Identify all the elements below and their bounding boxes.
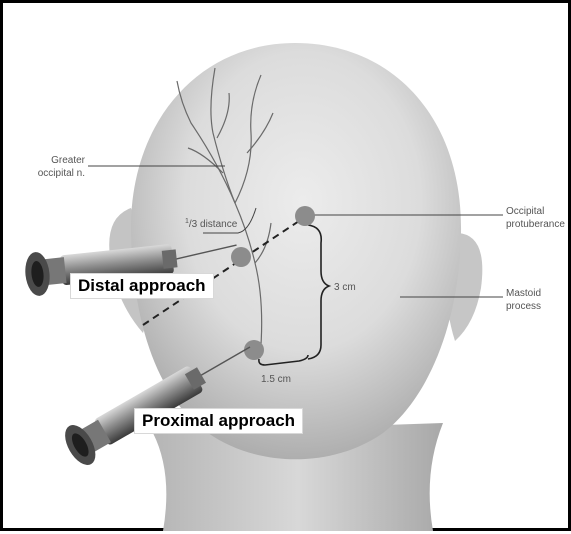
occipital-protuberance-dot — [295, 206, 315, 226]
mastoid-process-label-line2: process — [506, 301, 541, 312]
mastoid-process-label-line1: Mastoid — [506, 288, 541, 299]
proximal-injection-dot — [244, 340, 264, 360]
greater-occipital-label-line1: Greater — [51, 155, 86, 166]
proximal-approach-callout: Proximal approach — [134, 408, 303, 434]
occipital-nerve-block-diagram: Greater occipital n. 1/3 distance Occipi… — [3, 3, 571, 534]
one-five-cm-label: 1.5 cm — [261, 374, 291, 385]
distal-injection-dot — [231, 247, 251, 267]
distal-approach-callout: Distal approach — [70, 273, 214, 299]
third-distance-label: 1/3 distance — [185, 218, 238, 230]
occipital-protuberance-label-line1: Occipital — [506, 206, 544, 217]
three-cm-label: 3 cm — [334, 282, 356, 293]
greater-occipital-label-line2: occipital n. — [38, 168, 85, 179]
occipital-protuberance-label-line2: protuberance — [506, 219, 565, 230]
